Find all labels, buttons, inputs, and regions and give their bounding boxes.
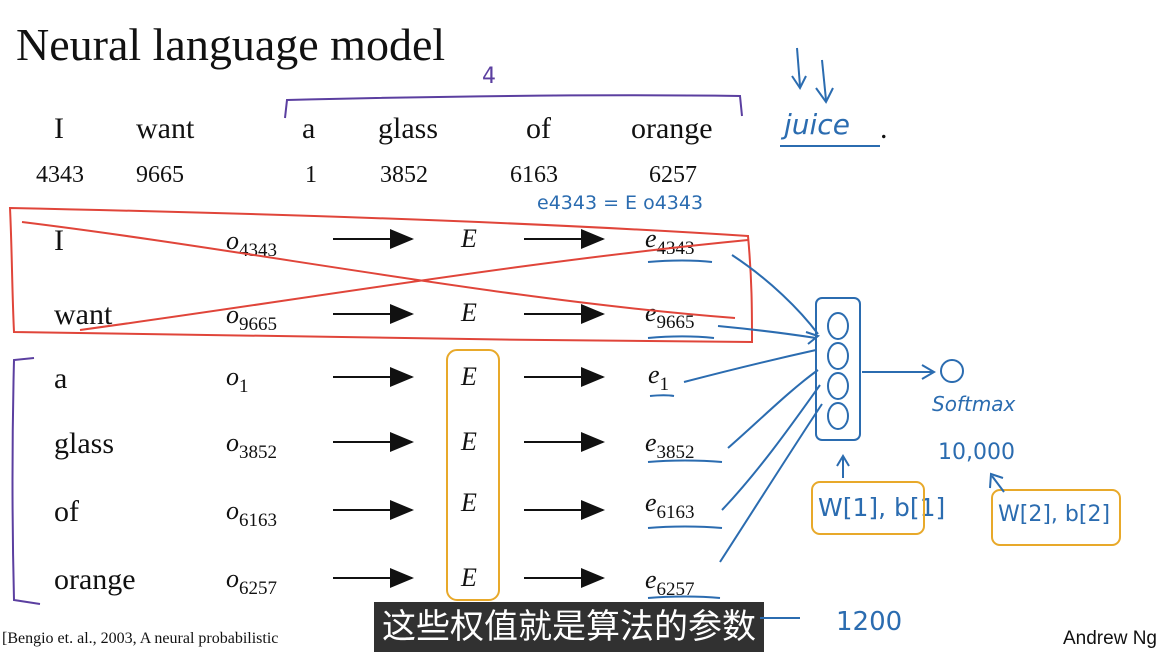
input-dim-label: 1200 (836, 607, 903, 637)
onehot-vector: o6257 (226, 564, 277, 599)
page-title: Neural language model (16, 19, 446, 70)
onehot-to-matrix-arrows (333, 229, 414, 588)
onehot-vector: o4343 (226, 226, 277, 261)
embedding-matrix: E (461, 362, 477, 391)
onehot-vector: o1 (226, 362, 249, 397)
hidden-layer (815, 297, 861, 441)
embedding-matrix: E (461, 488, 477, 517)
softmax-label: Softmax (932, 392, 1016, 416)
onehot-vector: o3852 (226, 428, 277, 463)
row-word-glass: glass (54, 427, 114, 460)
sentence-word-glass: glass (378, 112, 438, 145)
sentence-word-i: I (54, 112, 64, 145)
sentence-word-a: a (302, 112, 316, 145)
embedding-vector: e6257 (645, 565, 695, 600)
crossed-out-context (8, 206, 754, 344)
sentence-period: . (880, 112, 888, 145)
embedding-vector: e1 (648, 360, 670, 395)
embedding-vector: e6163 (645, 488, 695, 523)
word-index-1: 1 (305, 162, 317, 188)
embedding-vector: e9665 (645, 298, 695, 333)
row-word-orange: orange (54, 563, 136, 596)
sentence-word-want: want (136, 112, 195, 145)
word-index-9665: 9665 (136, 162, 184, 188)
softmax-unit (862, 359, 964, 383)
row-word-a: a (54, 362, 68, 395)
vocab-size-label: 10,000 (938, 440, 1015, 465)
embedding-vector: e3852 (645, 428, 695, 463)
window-size-label: 4 (482, 64, 496, 89)
embedding-to-hidden-arrows (683, 254, 823, 563)
onehot-vector: o6163 (226, 496, 277, 531)
embedding-matrix: E (461, 224, 477, 253)
author-credit: Andrew Ng (1063, 628, 1157, 649)
annotation-arrows (760, 47, 1005, 619)
citation: [Bengio et. al., 2003, A neural probabil… (2, 630, 279, 647)
row-word-of: of (54, 495, 79, 528)
row-word-i: I (54, 224, 64, 257)
embedding-matrix: E (461, 298, 477, 327)
shared-matrix-highlight (446, 349, 1121, 601)
sentence-word-orange: orange (631, 112, 713, 145)
word-index-4343: 4343 (36, 162, 84, 188)
softmax-params: W[2], b[2] (998, 502, 1111, 527)
word-index-6257: 6257 (649, 162, 697, 188)
matrix-to-embedding-arrows (524, 229, 605, 588)
word-index-3852: 3852 (380, 162, 428, 188)
embedding-matrix: E (461, 563, 477, 592)
word-index-6163: 6163 (510, 162, 558, 188)
sentence-word-of: of (526, 112, 551, 145)
embedding-underlines (647, 145, 880, 599)
target-word-juice: juice (784, 108, 850, 141)
row-word-want: want (54, 298, 113, 331)
embedding-matrix: E (461, 427, 477, 456)
embedding-equation: e4343 = E o4343 (537, 192, 704, 214)
video-subtitle: 这些权值就是算法的参数 (374, 602, 764, 652)
context-window-bracket (11, 94, 743, 605)
